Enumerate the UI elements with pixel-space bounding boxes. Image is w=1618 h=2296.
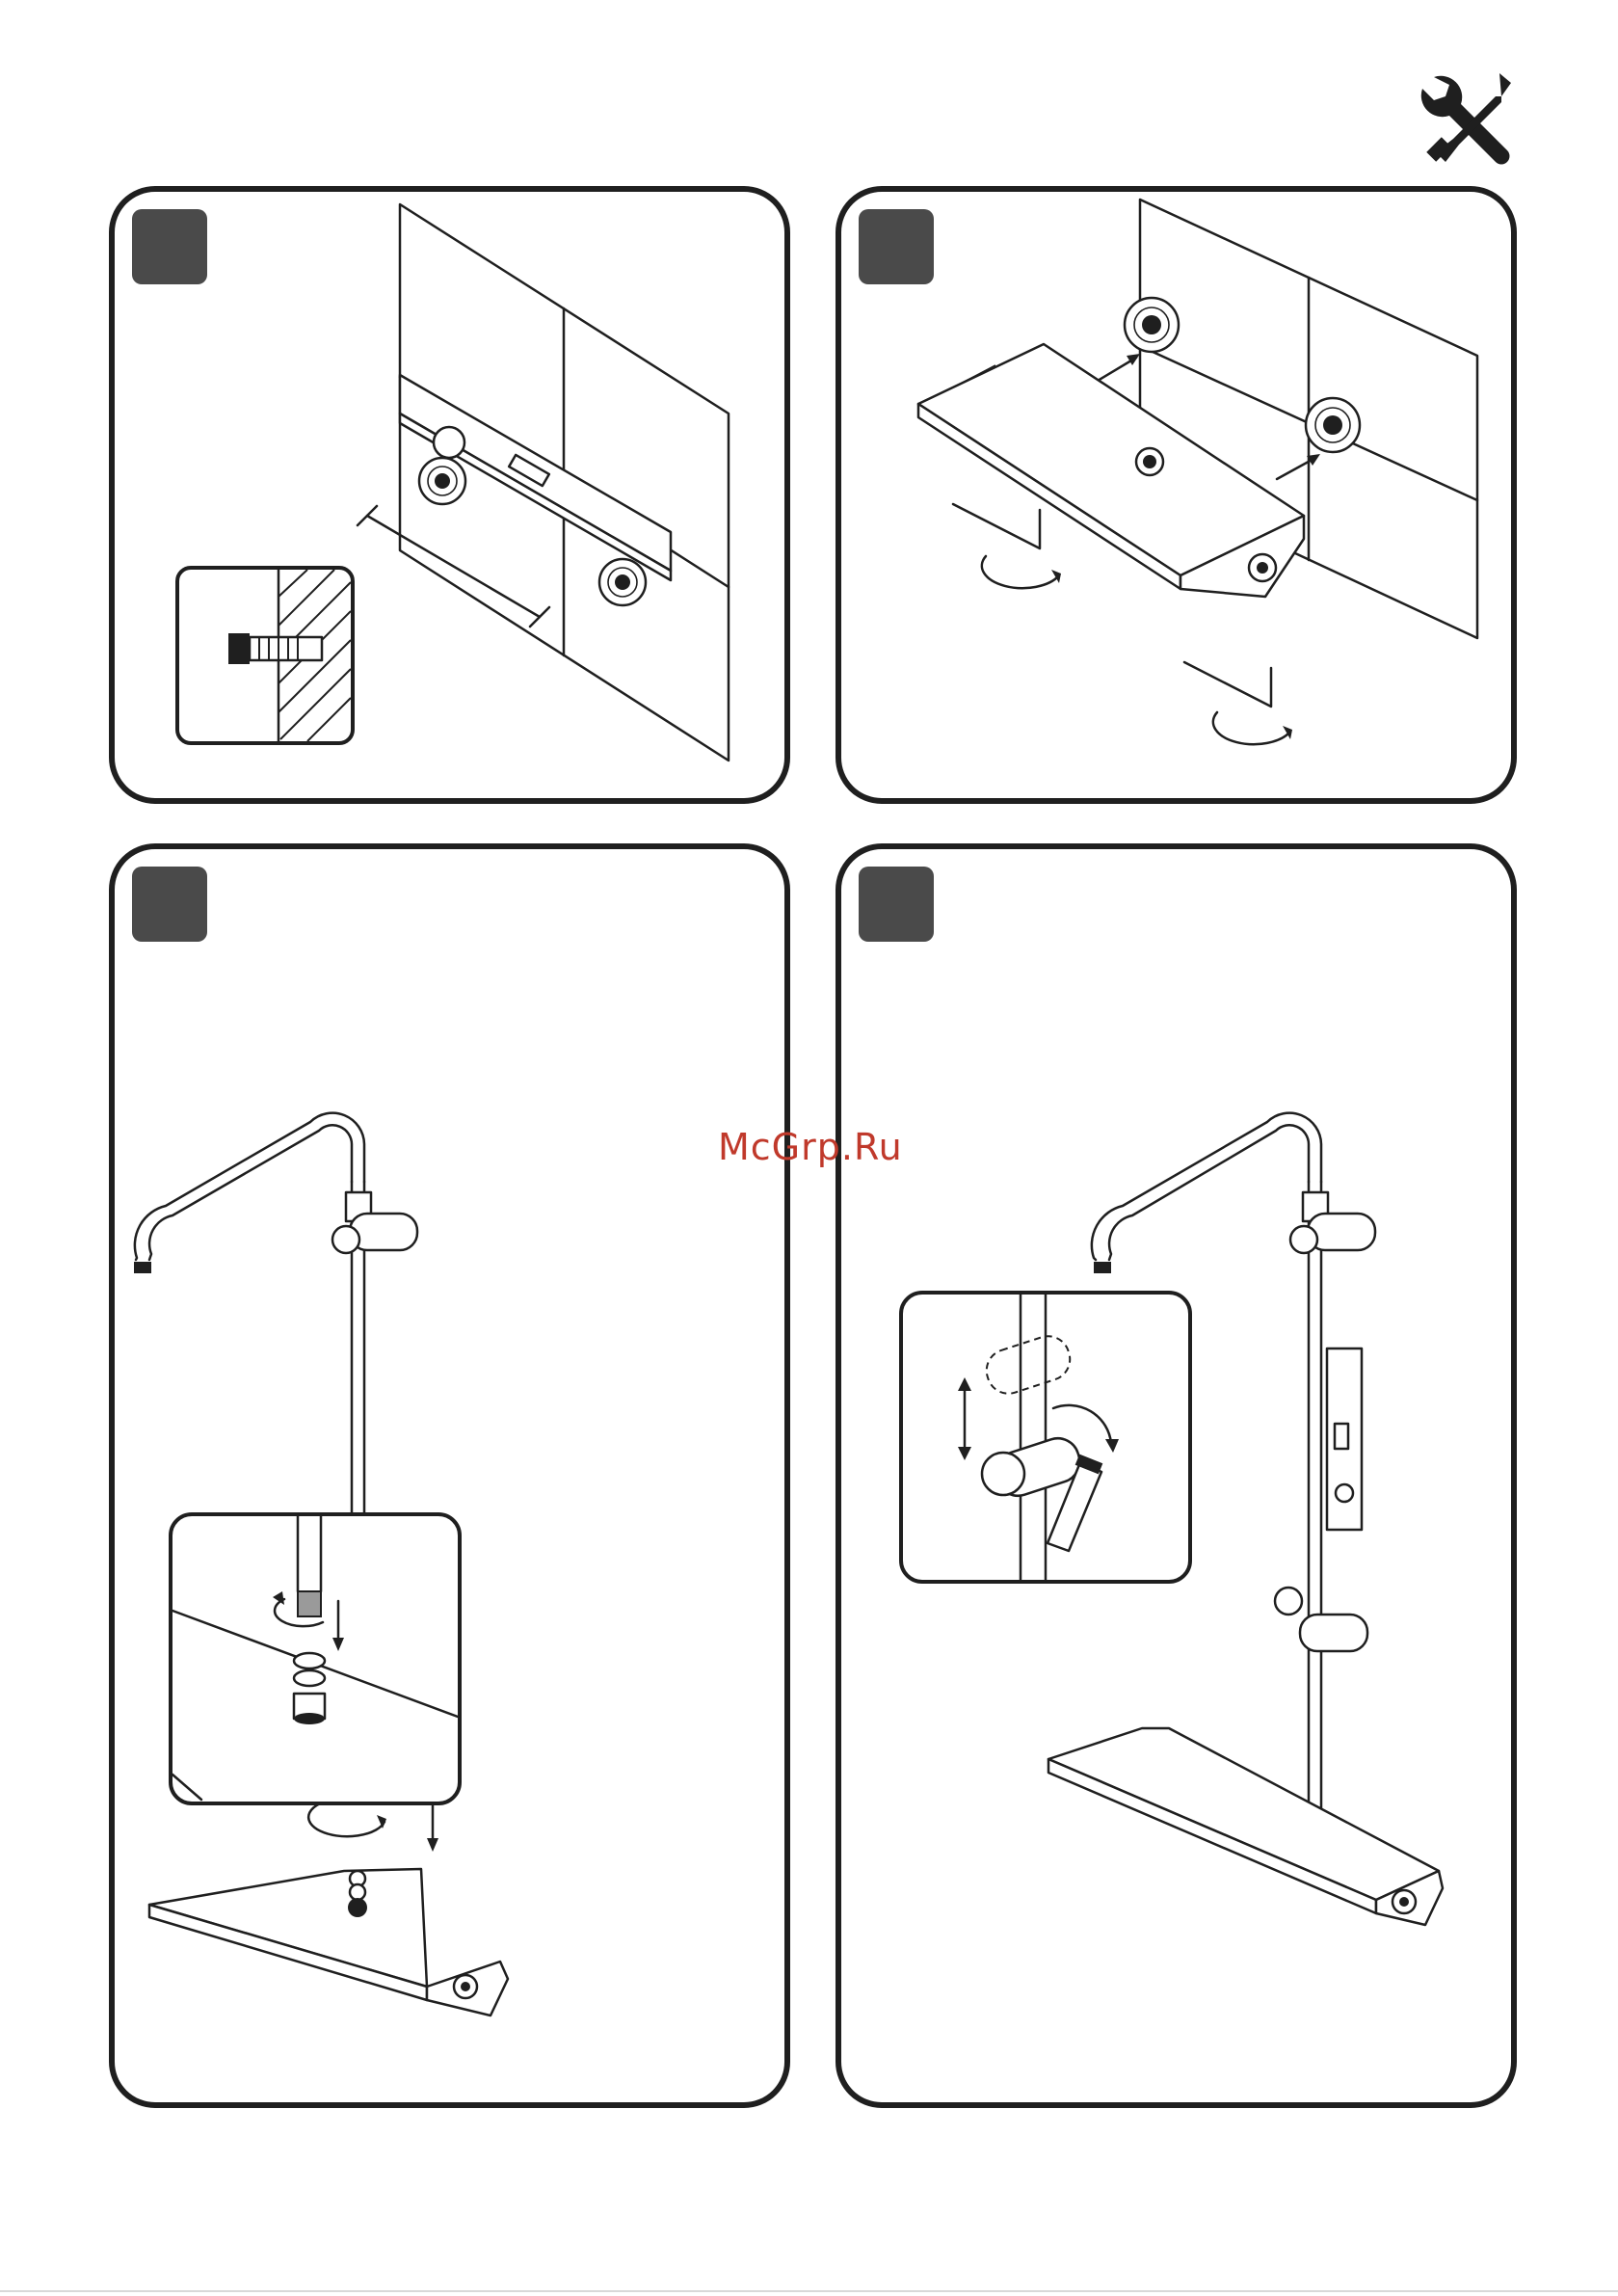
wall-bracket-illustration [115,192,784,798]
step-panel-1 [109,186,790,804]
watermark-text: McGrp.Ru [718,1126,903,1168]
step-panel-3 [109,843,790,2108]
step-panel-2 [836,186,1517,804]
step-panel-4 [836,843,1517,2108]
shower-column-illustration [115,849,784,2102]
shelf-mount-illustration [841,192,1511,798]
footer-divider [0,2290,1618,2292]
tools-icon [1415,64,1521,170]
slide-bar-illustration [841,849,1511,2102]
